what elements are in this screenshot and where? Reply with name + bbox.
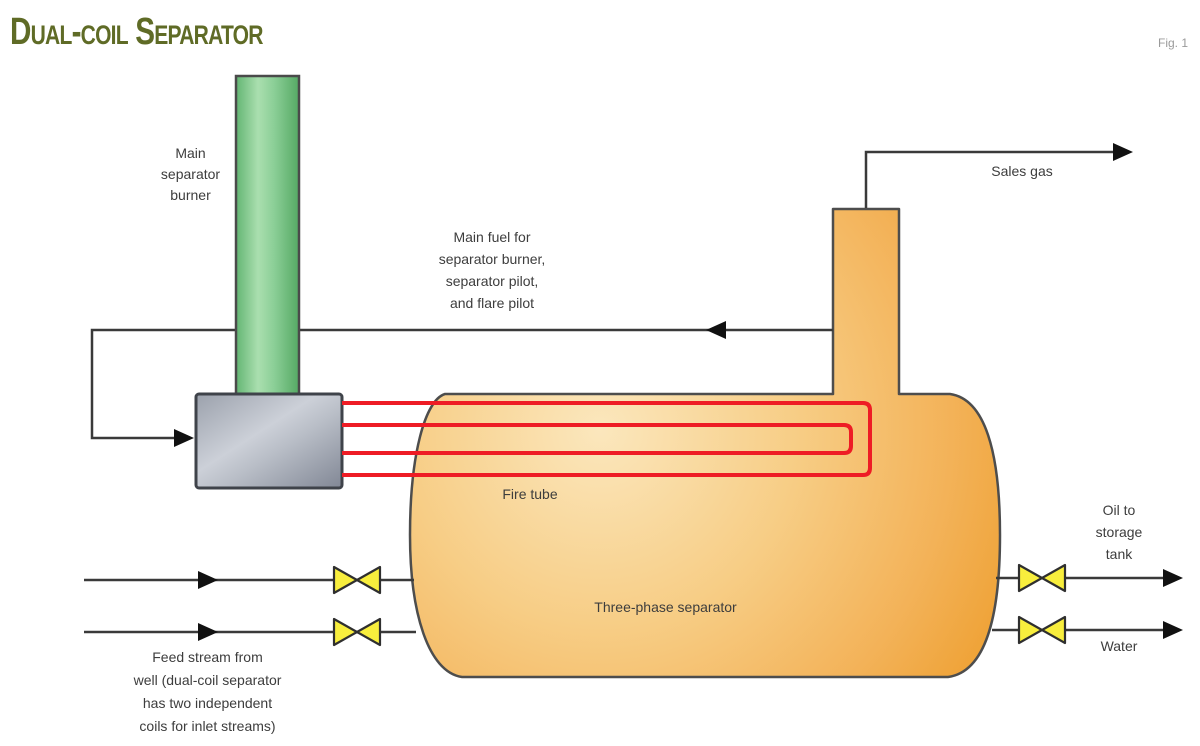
label-fire-tube: Fire tube xyxy=(502,486,558,502)
fuel-line xyxy=(90,328,833,440)
separator-vessel xyxy=(408,207,1002,679)
label-water: Water xyxy=(1100,638,1138,654)
oil-valve xyxy=(1017,563,1067,593)
water-arrow-icon xyxy=(1163,621,1183,639)
label-main-fuel: Main fuel for separator burner, separato… xyxy=(438,229,546,311)
label-main-separator-burner: Main separator burner xyxy=(160,145,221,203)
fuel-arrow-inlet-icon xyxy=(174,429,194,447)
oil-arrow-icon xyxy=(1163,569,1183,587)
feed-valve-2 xyxy=(332,617,382,647)
label-sales-gas: Sales gas xyxy=(991,163,1053,179)
burner-housing xyxy=(194,392,344,490)
figure-number: Fig. 1 xyxy=(1157,36,1188,50)
burner-stack xyxy=(234,74,301,397)
fire-tube-coil-outer xyxy=(342,401,872,477)
feed-arrow-1-icon xyxy=(198,571,218,589)
fire-tube-coil-inner xyxy=(342,423,853,455)
fuel-arrow-left-icon xyxy=(706,321,726,339)
page-title: Dual-coil Separator xyxy=(10,11,263,53)
label-feed-stream: Feed stream from well (dual-coil separat… xyxy=(133,649,282,734)
water-valve xyxy=(1017,615,1067,645)
label-three-phase-separator: Three-phase separator xyxy=(594,599,737,615)
sales-gas-arrow-icon xyxy=(1113,143,1133,161)
feed-valve-1 xyxy=(332,565,382,595)
sales-gas-line xyxy=(864,150,1124,208)
feed-arrow-2-icon xyxy=(198,623,218,641)
label-oil-to-storage: Oil to storage tank xyxy=(1095,502,1143,562)
